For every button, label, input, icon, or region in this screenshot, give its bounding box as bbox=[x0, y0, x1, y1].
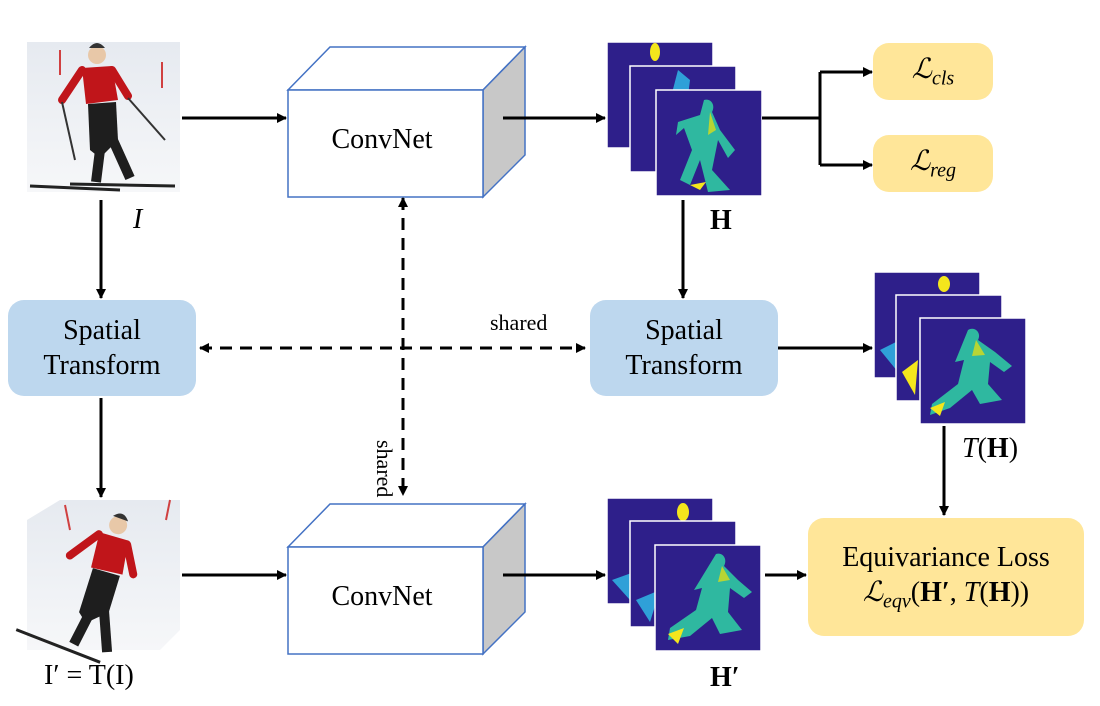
shared-label-vertical: shared bbox=[372, 440, 397, 498]
label-TH-T: T bbox=[962, 433, 978, 464]
label-I: I bbox=[133, 204, 143, 235]
equivariance-open-paren: ( bbox=[910, 576, 921, 608]
connectors bbox=[96, 67, 949, 580]
loss-reg-symbol: ℒ bbox=[909, 145, 931, 177]
equivariance-title: Equivariance Loss bbox=[842, 541, 1050, 573]
loss-cls-box: ℒcls bbox=[873, 43, 993, 100]
label-TH-H: H bbox=[986, 433, 1009, 464]
equivariance-T: T bbox=[963, 576, 980, 608]
equivariance-arg1: H′ bbox=[920, 576, 950, 608]
label-H: H bbox=[710, 205, 732, 236]
heatmap-stack-H bbox=[606, 41, 763, 197]
loss-reg-subscript: reg bbox=[930, 159, 957, 182]
label-Hprime: H′ bbox=[710, 662, 740, 693]
spatial-transform-left: Spatial Transform bbox=[8, 300, 196, 396]
spatial-transform-right: Spatial Transform bbox=[590, 300, 778, 396]
convnet-top-label: ConvNet bbox=[331, 124, 433, 155]
convnet-cube-bottom bbox=[286, 502, 527, 656]
loss-reg-box: ℒreg bbox=[873, 135, 993, 192]
heatmap-stack-Hprime bbox=[606, 497, 762, 652]
heatmap-stack-TH bbox=[873, 271, 1027, 425]
equivariance-subscript: eqv bbox=[883, 590, 911, 613]
input-image-bottom bbox=[15, 499, 180, 664]
label-TH-open: ( bbox=[977, 433, 987, 464]
equivariance-loss-box: Equivariance Loss ℒeqv(H′, T(H)) bbox=[808, 518, 1084, 636]
equivariance-sep: , bbox=[949, 576, 964, 608]
label-Iprime: I′ = T(I) bbox=[44, 660, 134, 691]
loss-cls-subscript: cls bbox=[931, 67, 955, 90]
label-TH-close: ) bbox=[1008, 433, 1019, 464]
label-TH: T(H) bbox=[962, 433, 1018, 465]
spatial-transform-right-line2: Transform bbox=[625, 350, 743, 381]
equivariance-close-paren: )) bbox=[1010, 576, 1030, 608]
spatial-transform-left-line2: Transform bbox=[43, 350, 161, 381]
input-image-top bbox=[27, 42, 180, 192]
spatial-transform-right-line1: Spatial bbox=[645, 315, 723, 346]
equivariance-symbol: ℒ bbox=[862, 576, 884, 608]
equivariance-arg2-open: ( bbox=[979, 576, 989, 608]
shared-label-horizontal: shared bbox=[490, 310, 548, 335]
equivariance-formula: ℒeqv(H′, T(H)) bbox=[863, 575, 1029, 615]
spatial-transform-left-line1: Spatial bbox=[63, 315, 141, 346]
equivariance-arg2: H bbox=[988, 576, 1011, 608]
convnet-cube-top bbox=[286, 45, 527, 199]
convnet-bottom-label: ConvNet bbox=[331, 581, 433, 612]
loss-cls-symbol: ℒ bbox=[911, 53, 932, 85]
